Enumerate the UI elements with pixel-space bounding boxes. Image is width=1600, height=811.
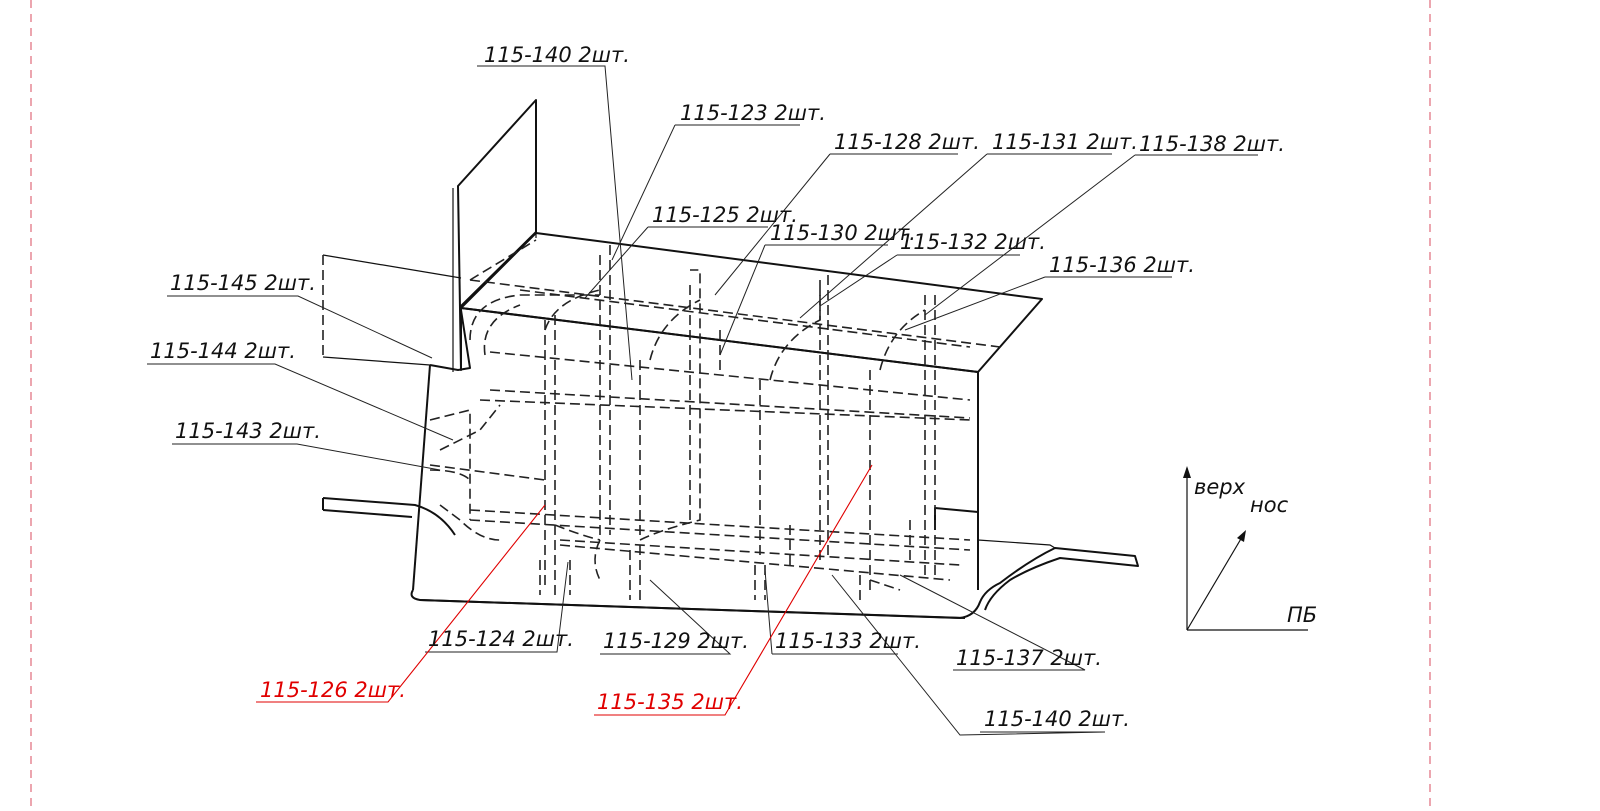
part-label: 115-140 2шт. [984,707,1130,731]
axis-side-label: ПБ [1287,603,1317,627]
part-label: 115-129 2шт. [603,629,749,653]
leader-lines [147,65,1258,736]
part-label-highlighted: 115-135 2шт. [597,690,743,714]
part-label: 115-145 2шт. [170,271,316,295]
axis-bow-label: нос [1250,493,1289,517]
part-label: 115-140 2шт. [484,43,630,67]
orientation-axes: верх нос ПБ [1183,466,1317,631]
part-label: 115-136 2шт. [1049,253,1195,277]
hull-outline [322,99,1139,619]
part-label: 115-124 2шт. [428,627,574,651]
axis-bow-arrow-icon [1237,530,1246,542]
part-label: 115-125 2шт. [652,203,798,227]
part-label: 115-132 2шт. [900,230,1046,254]
part-label: 115-144 2шт. [150,339,296,363]
part-label-highlighted: 115-126 2шт. [260,678,406,702]
part-label: 115-130 2шт. [770,221,916,245]
part-label: 115-123 2шт. [680,101,826,125]
part-label: 115-137 2шт. [956,646,1102,670]
axis-bow [1186,531,1246,631]
part-label: 115-128 2шт. [834,130,980,154]
part-label: 115-133 2шт. [775,629,921,653]
part-labels: 115-140 2шт. 115-123 2шт. 115-128 2шт. 1… [150,43,1285,731]
axis-up-label: верх [1194,475,1246,499]
hidden-internal-frames [429,239,1001,605]
part-label: 115-143 2шт. [175,419,321,443]
part-label: 115-138 2шт. [1139,132,1285,156]
axis-up-arrow-icon [1183,466,1191,478]
part-label: 115-131 2шт. [992,130,1138,154]
